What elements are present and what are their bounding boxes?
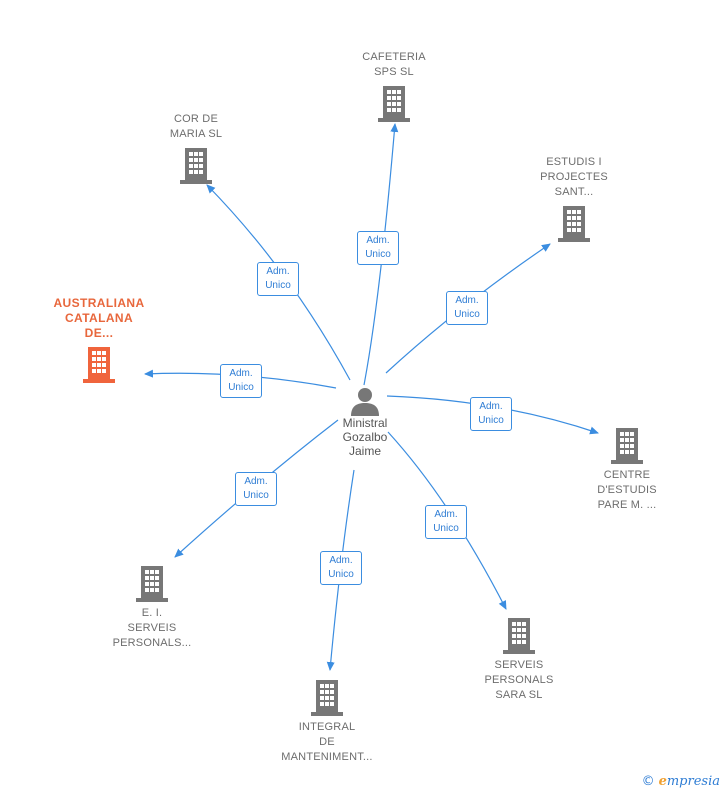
company-node-ei-serveis[interactable]: E. I. SERVEIS PERSONALS...: [77, 566, 227, 651]
copyright-brand: ©empresia: [642, 774, 720, 789]
company-name-line: CAFETERIA: [362, 51, 426, 63]
building-icon: [558, 206, 590, 242]
edge-label-line2: Unico: [265, 280, 291, 291]
edge-label-estudis-projectes[interactable]: Adm. Unico: [446, 291, 488, 325]
company-node-integral[interactable]: INTEGRAL DE MANTENIMENT...: [252, 680, 402, 765]
edge-label-line2: Unico: [243, 490, 269, 501]
company-name-line: CATALANA: [64, 311, 134, 325]
edge-label-line2: Unico: [328, 569, 354, 580]
company-node-cafeteria[interactable]: CAFETERIA SPS SL: [319, 50, 469, 122]
company-name-line: AUSTRALIANA: [53, 296, 145, 310]
company-name-line: COR DE: [174, 113, 218, 125]
edge-label-centre-estudis[interactable]: Adm. Unico: [470, 397, 512, 431]
edge-label-line1: Adm.: [366, 235, 390, 246]
company-node-cor-de-maria[interactable]: COR DE MARIA SL: [121, 112, 271, 184]
building-icon: [503, 618, 535, 654]
person-icon: [351, 388, 379, 416]
company-name-line: MARIA SL: [169, 128, 223, 140]
building-icon: [83, 347, 115, 383]
edge-cafeteria: [363, 123, 399, 386]
edge-label-australiana[interactable]: Adm. Unico: [220, 364, 262, 398]
company-name-line: MANTENIMENT...: [281, 751, 373, 763]
building-icon: [611, 428, 643, 464]
edge-label-line1: Adm.: [479, 401, 503, 412]
building-icon: [311, 680, 343, 716]
edge-label-line2: Unico: [454, 309, 480, 320]
copyright-symbol: ©: [641, 774, 655, 789]
company-name-line: SPS SL: [374, 66, 414, 78]
person-name-line: Gozalbo: [342, 430, 388, 444]
edge-label-serveis-sara[interactable]: Adm. Unico: [425, 505, 467, 539]
company-node-serveis-sara[interactable]: SERVEIS PERSONALS SARA SL: [444, 618, 594, 703]
edge-label-line2: Unico: [365, 249, 391, 260]
edge-label-line1: Adm.: [266, 266, 290, 277]
company-name-line: SERVEIS: [127, 622, 177, 634]
edge-label-line2: Unico: [433, 523, 459, 534]
company-name-line: DE: [319, 736, 335, 748]
person-name-line: Ministral: [342, 416, 388, 430]
edge-label-line1: Adm.: [229, 368, 253, 379]
company-name-line: SARA SL: [495, 689, 543, 701]
company-name-line: SERVEIS: [494, 659, 544, 671]
edge-label-ei-serveis[interactable]: Adm. Unico: [235, 472, 277, 506]
company-name-line: DE...: [84, 326, 114, 340]
person-name-line: Jaime: [348, 444, 381, 458]
building-icon: [378, 86, 410, 122]
company-name-line: PERSONALS: [484, 674, 554, 686]
company-node-centre-estudis[interactable]: CENTRE D'ESTUDIS PARE M. ...: [552, 428, 702, 513]
brand-name: mpresia: [666, 774, 720, 789]
building-icon: [180, 148, 212, 184]
company-node-australiana[interactable]: AUSTRALIANA CATALANA DE...: [24, 296, 174, 383]
person-node[interactable]: Ministral Gozalbo Jaime: [300, 386, 430, 458]
company-name-line: PERSONALS...: [112, 637, 192, 649]
company-name-line: D'ESTUDIS: [597, 484, 657, 496]
company-name-line: ESTUDIS I: [546, 156, 602, 168]
company-name-line: CENTRE: [603, 469, 651, 481]
company-name-line: SANT...: [554, 186, 594, 198]
edge-label-line1: Adm.: [434, 509, 458, 520]
company-name-line: INTEGRAL: [298, 721, 356, 733]
edge-label-integral[interactable]: Adm. Unico: [320, 551, 362, 585]
company-name-line: PROJECTES: [540, 171, 608, 183]
edge-label-line2: Unico: [478, 415, 504, 426]
edge-label-line1: Adm.: [244, 476, 268, 487]
company-name-line: PARE M. ...: [597, 499, 657, 511]
building-icon: [136, 566, 168, 602]
company-node-estudis-projectes[interactable]: ESTUDIS I PROJECTES SANT...: [499, 155, 649, 242]
edge-label-cafeteria[interactable]: Adm. Unico: [357, 231, 399, 265]
edge-label-line1: Adm.: [329, 555, 353, 566]
edge-label-line1: Adm.: [455, 295, 479, 306]
brand-initial: e: [658, 774, 667, 789]
edge-label-line2: Unico: [228, 382, 254, 393]
company-name-line: E. I.: [141, 607, 163, 619]
edge-label-cor-de-maria[interactable]: Adm. Unico: [257, 262, 299, 296]
